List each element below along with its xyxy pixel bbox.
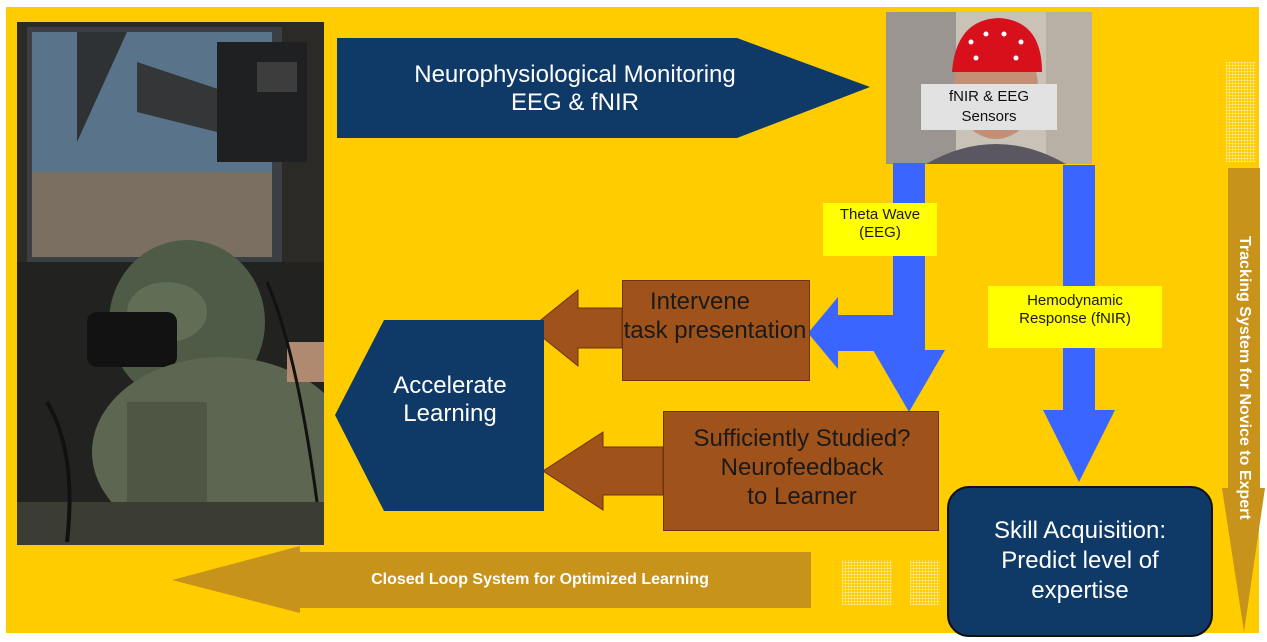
intervene-text: Intervene task presentation	[580, 287, 850, 345]
closed-loop-arrow	[172, 546, 811, 613]
accelerate-line2: Learning	[403, 400, 497, 427]
intervene-arrow	[530, 288, 623, 368]
sensor-label-line2: Sensors	[961, 108, 1017, 125]
tracking-label-wrap: Tracking System for Novice to Expert	[1224, 168, 1264, 588]
closed-loop-label: Closed Loop System for Optimized Learnin…	[371, 571, 709, 588]
theta-label-line2: (EEG)	[859, 224, 901, 241]
theta-arrow	[873, 163, 945, 412]
sensor-label: fNIR & EEG Sensors	[921, 84, 1057, 130]
studied-line1: Sufficiently Studied?	[693, 425, 911, 452]
hemodynamic-label-line2: Response (fNIR)	[1019, 310, 1131, 327]
cockpit-photo	[17, 22, 324, 545]
studied-text: Sufficiently Studied? Neurofeedback to L…	[663, 424, 941, 511]
skill-text: Skill Acquisition: Predict level of expe…	[947, 516, 1213, 606]
studied-line3: to Learner	[747, 483, 857, 510]
accelerate-line1: Accelerate	[393, 372, 507, 399]
monitoring-line2: EEG & fNIR	[510, 89, 640, 116]
cockpit-photo-drawing	[17, 22, 324, 545]
skill-line2: Predict level of	[1001, 547, 1159, 574]
theta-label-line1: Theta Wave	[839, 206, 921, 223]
accelerate-text: Accelerate Learning	[360, 372, 540, 428]
pattern-patch-bottom-2	[910, 560, 940, 605]
skill-box	[947, 486, 1213, 637]
monitoring-text: Neurophysiological Monitoring EEG & fNIR	[350, 61, 800, 117]
accelerate-shape	[335, 320, 544, 511]
tracking-label: Tracking System for Novice to Expert	[1236, 236, 1253, 520]
pattern-patch-top-right	[1226, 62, 1256, 162]
intervene-line1: Intervene	[649, 288, 751, 315]
hemodynamic-label-line1: Hemodynamic	[1027, 292, 1123, 309]
pattern-patch-bottom-1	[842, 560, 892, 605]
skill-line3: expertise	[1031, 577, 1129, 604]
skill-line1: Skill Acquisition:	[993, 517, 1167, 544]
monitoring-arrow	[337, 38, 870, 138]
right-margin	[1259, 0, 1267, 642]
intervene-line2: task presentation	[623, 317, 807, 344]
studied-box	[663, 411, 939, 531]
hemodynamic-label: Hemodynamic Response (fNIR)	[988, 286, 1162, 348]
studied-arrow	[542, 431, 664, 511]
feedback-arrow	[808, 297, 893, 369]
monitoring-line1: Neurophysiological Monitoring	[414, 61, 736, 88]
intervene-box	[622, 280, 810, 381]
tracking-arrow	[1222, 168, 1265, 632]
studied-line2: Neurofeedback	[720, 454, 884, 481]
theta-label: Theta Wave (EEG)	[823, 203, 937, 256]
sensor-label-line1: fNIR & EEG	[948, 88, 1030, 105]
